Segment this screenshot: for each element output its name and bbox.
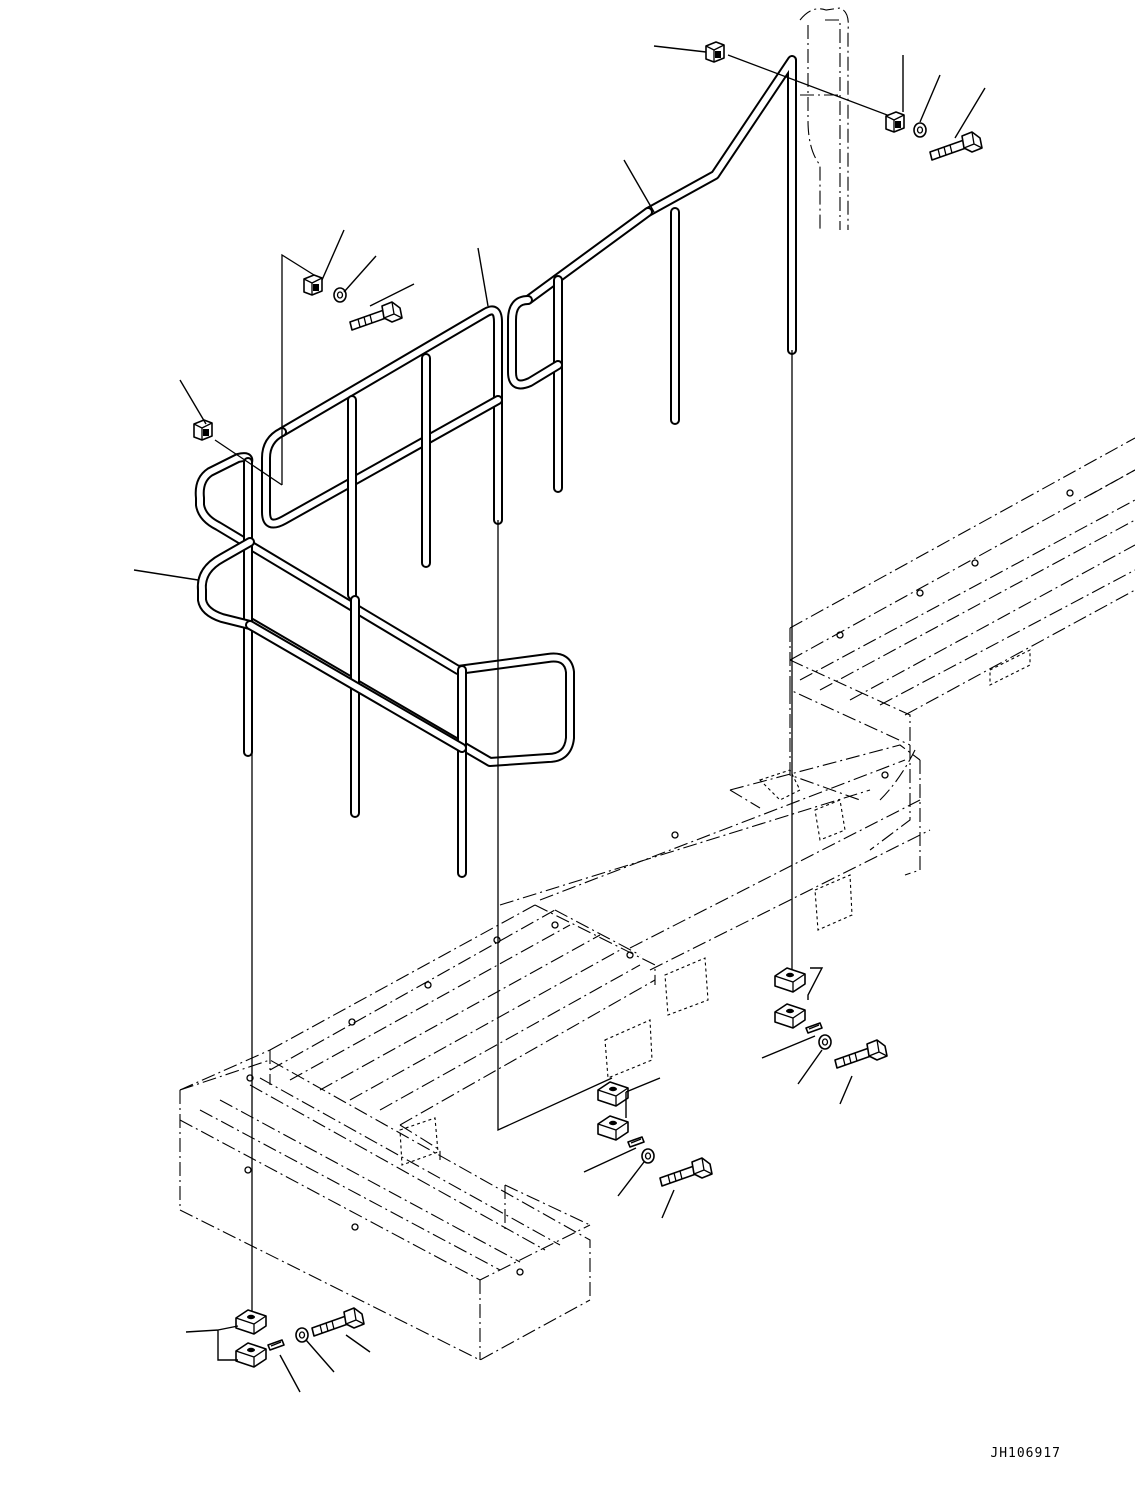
fastener-group-top-left	[193, 274, 403, 441]
washer-icon	[641, 1148, 655, 1164]
fastener-group-middle	[597, 1081, 713, 1187]
leader-lines	[133, 45, 986, 1393]
washer-icon	[913, 122, 927, 138]
alignment-lines	[214, 54, 896, 1330]
clamp-plate-icon	[303, 274, 323, 296]
hex-bolt-icon	[311, 1307, 365, 1337]
washer-icon	[333, 287, 347, 303]
walkway-frame	[179, 437, 1135, 1361]
square-block-icon	[597, 1115, 629, 1141]
shim-icon	[805, 1022, 823, 1034]
hex-bolt-icon	[349, 301, 403, 331]
fastener-group-right	[774, 967, 888, 1069]
square-block-icon	[774, 1003, 806, 1029]
square-block-icon	[597, 1081, 629, 1107]
clamp-plate-icon	[193, 419, 213, 441]
handrail-rear	[507, 55, 797, 493]
fastener-group-bottom-left	[235, 1307, 365, 1368]
handrail-middle	[261, 305, 503, 600]
square-block-icon	[774, 967, 806, 993]
handrail-front-lower	[196, 537, 467, 878]
hex-bolt-icon	[834, 1039, 888, 1069]
clamp-plate-icon	[885, 111, 905, 133]
drawing-code: JH106917	[990, 1446, 1061, 1461]
washer-icon	[818, 1034, 832, 1050]
mating-post-phantom	[799, 7, 849, 230]
handrail-front-upper	[194, 452, 575, 767]
fastener-group-top-right	[705, 41, 983, 161]
shim-icon	[627, 1136, 645, 1148]
square-block-icon	[235, 1309, 267, 1335]
square-block-icon	[235, 1342, 267, 1368]
shim-icon	[267, 1339, 285, 1351]
hex-bolt-icon	[659, 1157, 713, 1187]
clamp-plate-icon	[705, 41, 725, 63]
